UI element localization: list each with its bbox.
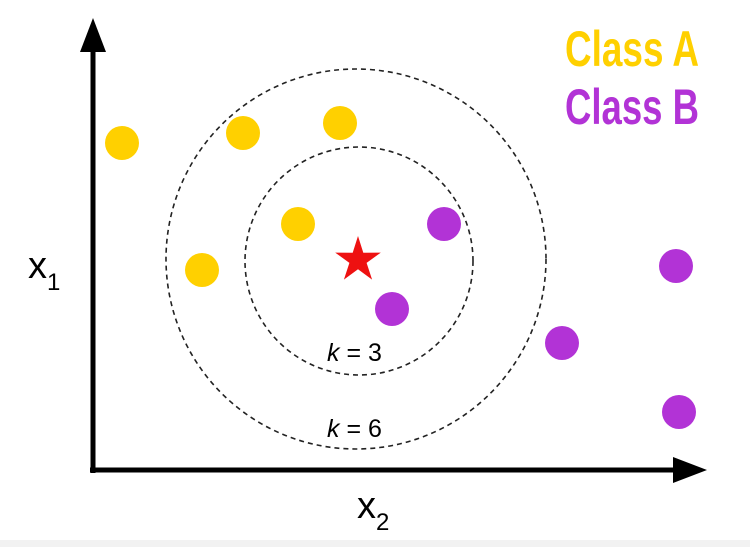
class-b-points (375, 207, 696, 429)
x-axis-label-main: x (357, 485, 376, 527)
class-b-point (545, 326, 579, 360)
inner-ring-label: k = 3 (327, 339, 382, 367)
outer-ring-label-k: k (327, 415, 341, 443)
class-a-point (226, 116, 260, 150)
outer-ring-label-value: = 6 (340, 415, 382, 443)
legend-class-a: Class A (565, 21, 699, 77)
legend-class-b: Class B (565, 79, 699, 135)
bottom-strip (0, 540, 750, 547)
x-axis-label-sub: 2 (376, 509, 389, 536)
class-a-point (323, 106, 357, 140)
inner-ring-label-value: = 3 (340, 339, 382, 367)
y-axis-label-main: x (28, 245, 47, 287)
star-icon (335, 236, 381, 280)
y-axis-label: x1 (28, 245, 60, 296)
class-a-point (281, 207, 315, 241)
class-a-point (185, 253, 219, 287)
inner-ring-label-k: k (327, 339, 341, 367)
x-axis-arrowhead (673, 457, 707, 483)
class-a-points (105, 106, 357, 287)
y-axis-arrowhead (80, 18, 106, 52)
y-axis-label-sub: 1 (47, 269, 60, 296)
outer-ring-k6 (165, 68, 547, 450)
class-b-point (427, 207, 461, 241)
class-a-point (105, 126, 139, 160)
class-b-point (659, 249, 693, 283)
class-b-point (375, 292, 409, 326)
outer-ring-label: k = 6 (327, 415, 382, 443)
inner-ring-k3 (244, 146, 474, 376)
x-axis-label: x2 (357, 485, 389, 536)
class-b-point (662, 395, 696, 429)
